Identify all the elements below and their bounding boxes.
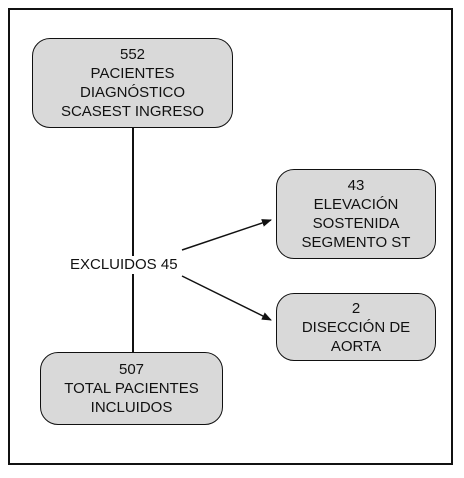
scasest-label: SCASEST INGRESO [60, 103, 205, 120]
included-label-2: INCLUIDOS [90, 399, 173, 416]
included-label-1: TOTAL PACIENTES [64, 380, 199, 397]
included-count: 507 [118, 361, 145, 378]
patients-diagnosis-box: 552 PACIENTES DIAGNÓSTICO SCASEST INGRES… [32, 38, 233, 128]
excluded-label: EXCLUIDOS 45 [66, 256, 182, 274]
included-patients-box: 507 TOTAL PACIENTES INCLUIDOS [40, 352, 223, 425]
st-elevation-label-1: ELEVACIÓN [313, 196, 399, 213]
st-elevation-box: 43 ELEVACIÓN SOSTENIDA SEGMENTO ST [276, 169, 436, 259]
aortic-dissection-box: 2 DISECCIÓN DE AORTA [276, 293, 436, 361]
diagnosis-label: DIAGNÓSTICO [79, 84, 185, 101]
aortic-dissection-count: 2 [351, 299, 361, 317]
aortic-dissection-label-2: AORTA [330, 337, 382, 355]
arrow-to-stemi [181, 219, 272, 251]
aortic-dissection-label-1: DISECCIÓN DE [301, 318, 411, 336]
st-elevation-label-3: SEGMENTO ST [301, 234, 411, 251]
st-elevation-count: 43 [347, 177, 365, 194]
patients-count: 552 [119, 46, 146, 63]
arrow-to-dissection [181, 275, 272, 321]
st-elevation-label-2: SOSTENIDA [312, 215, 400, 232]
patients-label: PACIENTES [90, 65, 175, 82]
